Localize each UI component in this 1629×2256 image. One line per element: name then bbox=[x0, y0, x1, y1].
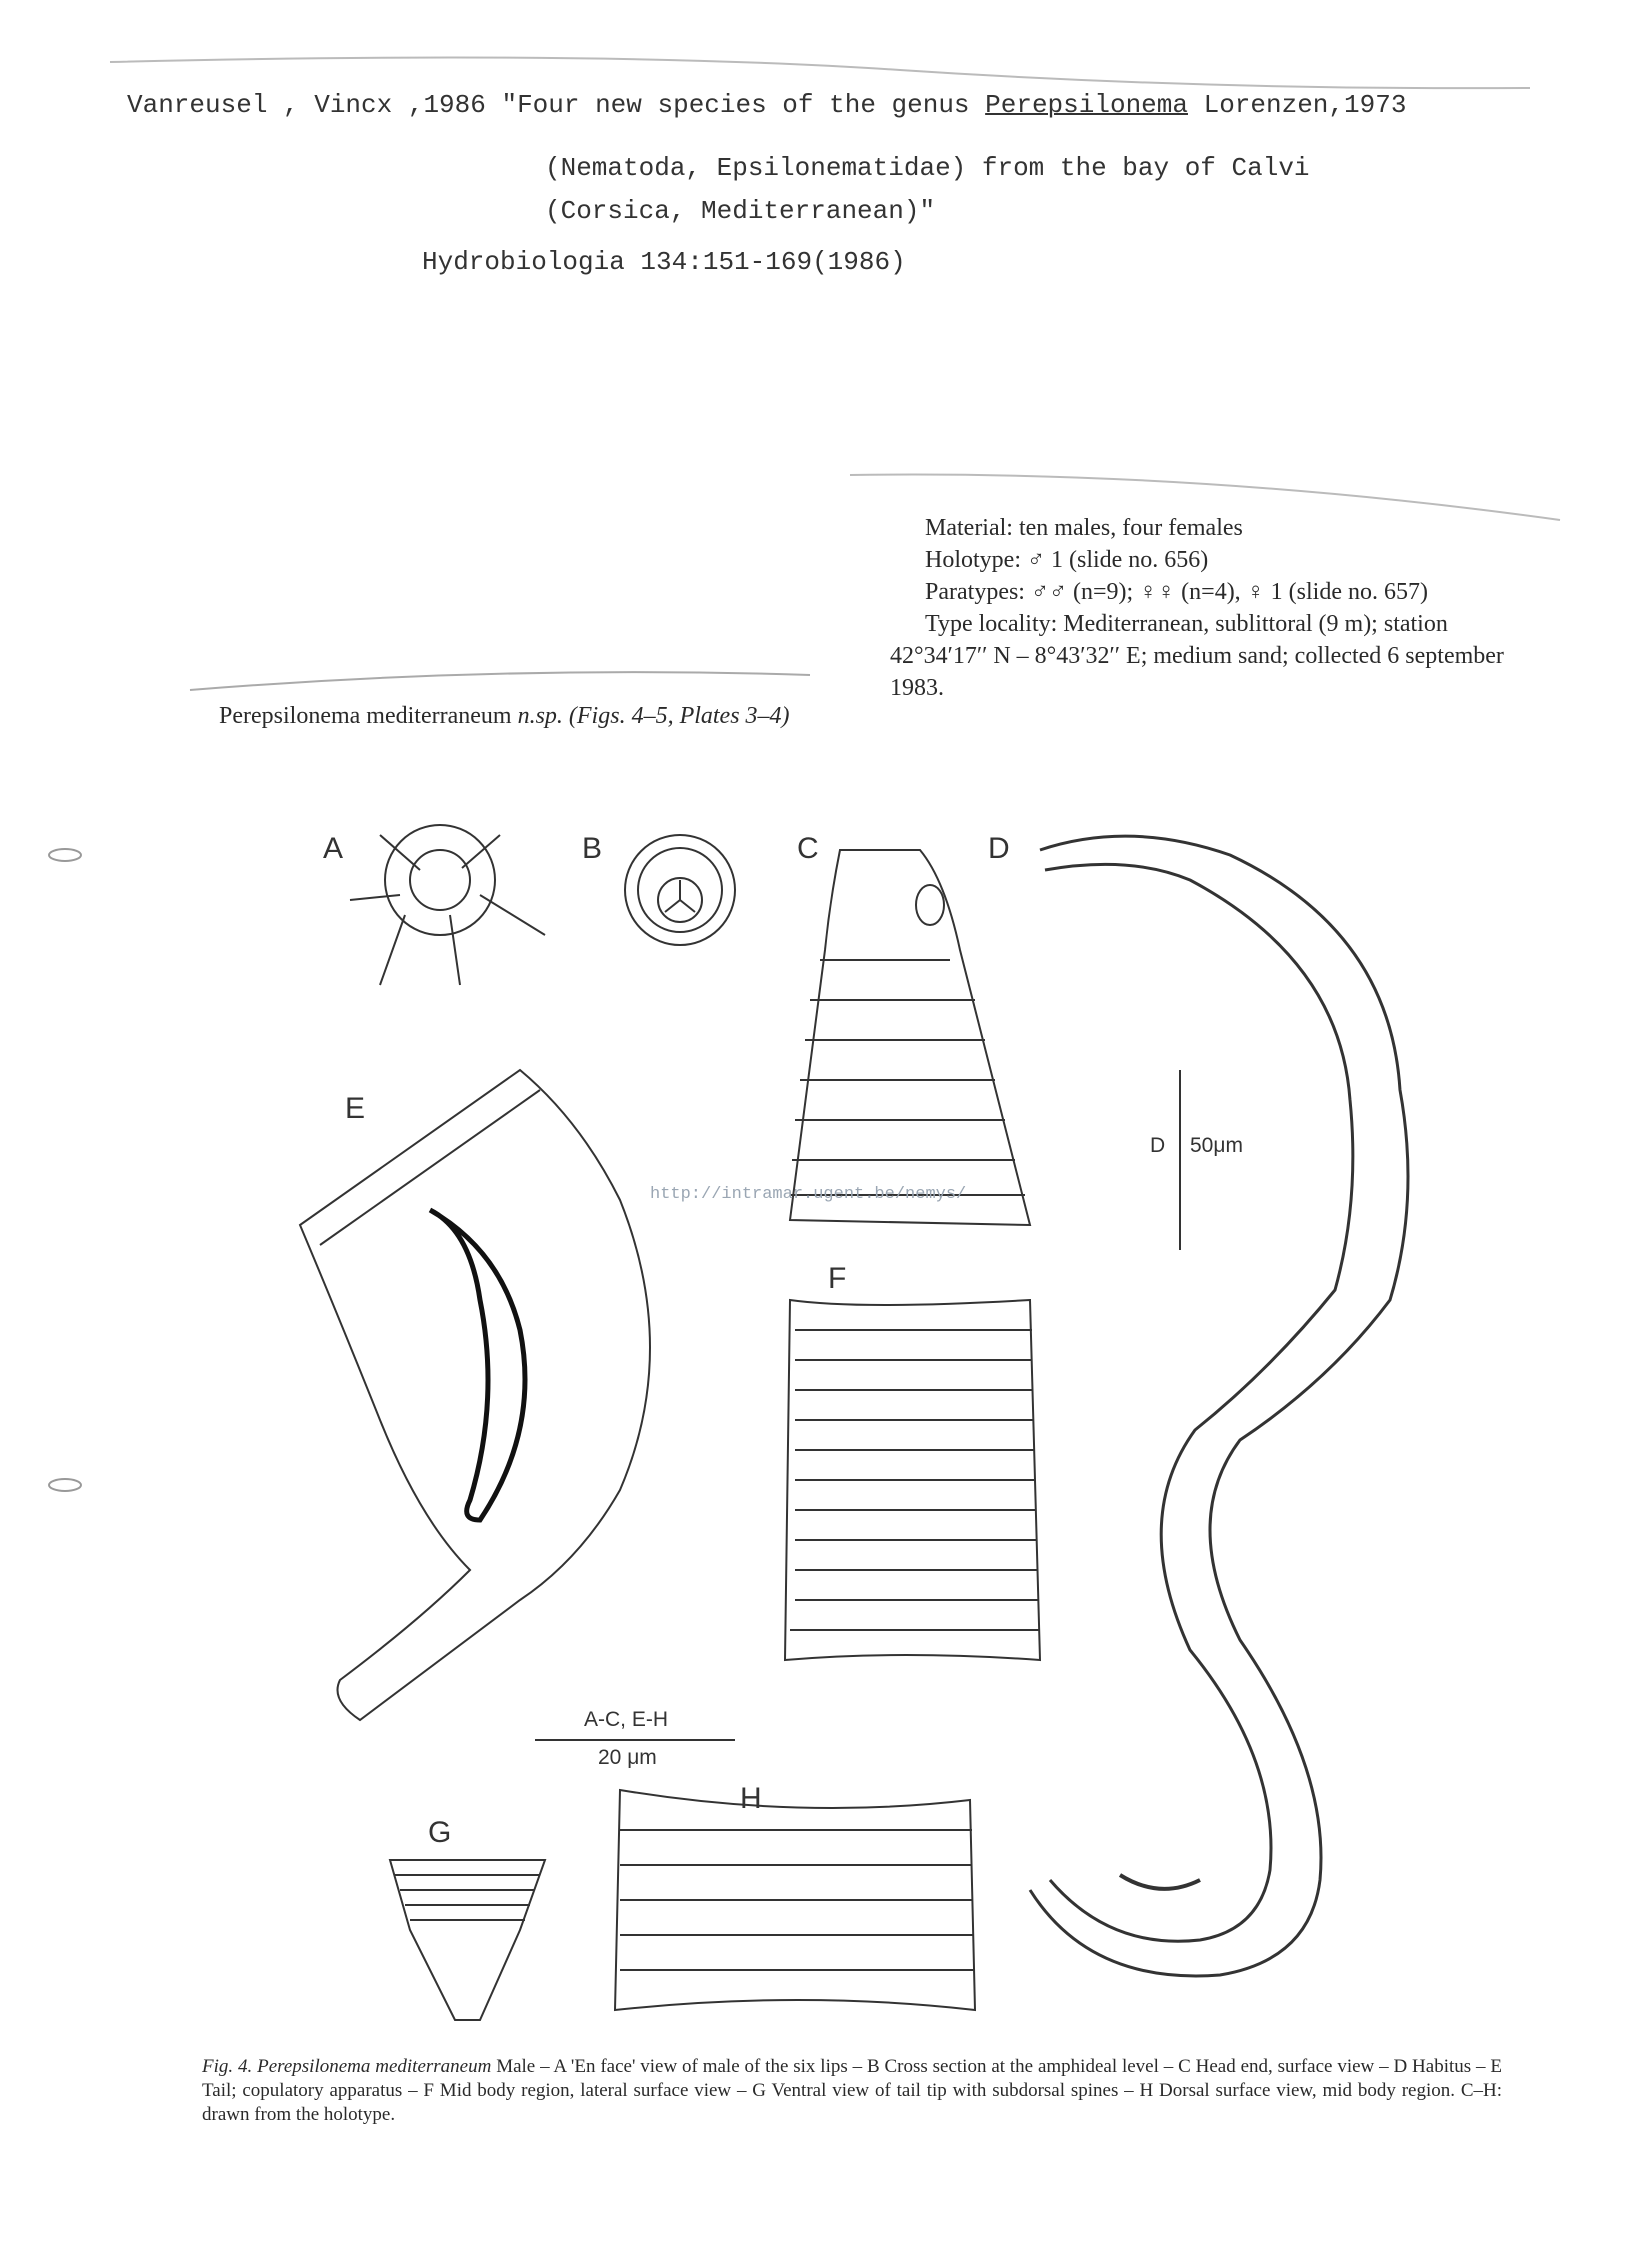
punch-hole-mark bbox=[48, 848, 82, 862]
scale-bar-small-value: 20 μm bbox=[598, 1746, 657, 1769]
material-text: Material: ten males, four females bbox=[925, 515, 1243, 541]
locality-text: Type locality: Mediterranean, sublittora… bbox=[890, 611, 1504, 701]
species-heading: Perepsilonema mediterraneum n.sp. (Figs.… bbox=[219, 700, 839, 732]
citation-author-year: Lorenzen,1973 bbox=[1187, 90, 1407, 120]
drawing-g-tail-tip bbox=[388, 1859, 547, 2021]
paratypes-text: Paratypes: ♂♂ (n=9); ♀♀ (n=4), ♀ 1 (slid… bbox=[925, 579, 1428, 605]
species-figs-ref: n.sp. (Figs. 4–5, Plates 3–4) bbox=[517, 703, 790, 729]
citation-genus: Perepsilonema bbox=[985, 90, 1188, 120]
caption-figure-title: Fig. 4. Perepsilonema mediterraneum bbox=[202, 2056, 492, 2077]
drawing-d-habitus bbox=[1028, 834, 1410, 1978]
label-e: E bbox=[345, 1092, 366, 1125]
watermark-url: http://intramar.ugent.be/nemys/ bbox=[650, 1185, 967, 1204]
figure-caption: Fig. 4. Perepsilonema mediterraneum Male… bbox=[202, 2055, 1502, 2127]
page-edge-line bbox=[109, 56, 1531, 90]
page-edge-line bbox=[849, 473, 1561, 521]
drawing-h-dorsal bbox=[613, 1788, 977, 2012]
label-b: B bbox=[582, 832, 603, 865]
caption-text: Male – A 'En face' view of male of the s… bbox=[202, 2056, 1502, 2125]
species-name: Perepsilonema mediterraneum bbox=[219, 703, 518, 729]
label-f: F bbox=[828, 1262, 847, 1295]
drawing-e-tail bbox=[298, 1068, 651, 1722]
page-edge-line bbox=[189, 671, 811, 691]
scale-bar-small-label: A-C, E-H bbox=[584, 1708, 668, 1731]
drawing-c-head bbox=[788, 849, 1032, 1227]
citation-line-1: Vanreusel , Vincx ,1986 "Four new specie… bbox=[127, 90, 1406, 120]
citation-line-2: (Nematoda, Epsilonematidae) from the bay… bbox=[545, 153, 1310, 183]
label-g: G bbox=[428, 1816, 452, 1849]
drawing-b-cross-section bbox=[624, 834, 736, 946]
drawing-a-en-face bbox=[349, 824, 546, 986]
label-c: C bbox=[797, 832, 819, 865]
drawing-f-midbody bbox=[783, 1298, 1042, 1662]
citation-line-3: (Corsica, Mediterranean)" bbox=[545, 196, 936, 226]
material-block: Material: ten males, four females Holoty… bbox=[890, 512, 1510, 704]
label-a: A bbox=[323, 832, 344, 865]
label-d: D bbox=[988, 832, 1010, 865]
scale-bar-large-label: D bbox=[1150, 1134, 1166, 1157]
label-h: H bbox=[740, 1782, 762, 1815]
punch-hole-mark bbox=[48, 1478, 82, 1492]
citation-authors-title: Vanreusel , Vincx ,1986 "Four new specie… bbox=[127, 90, 986, 120]
holotype-text: Holotype: ♂ 1 (slide no. 656) bbox=[925, 547, 1209, 573]
scale-bar-large-value: 50μm bbox=[1190, 1134, 1243, 1157]
citation-journal: Hydrobiologia 134:151-169(1986) bbox=[422, 247, 906, 277]
